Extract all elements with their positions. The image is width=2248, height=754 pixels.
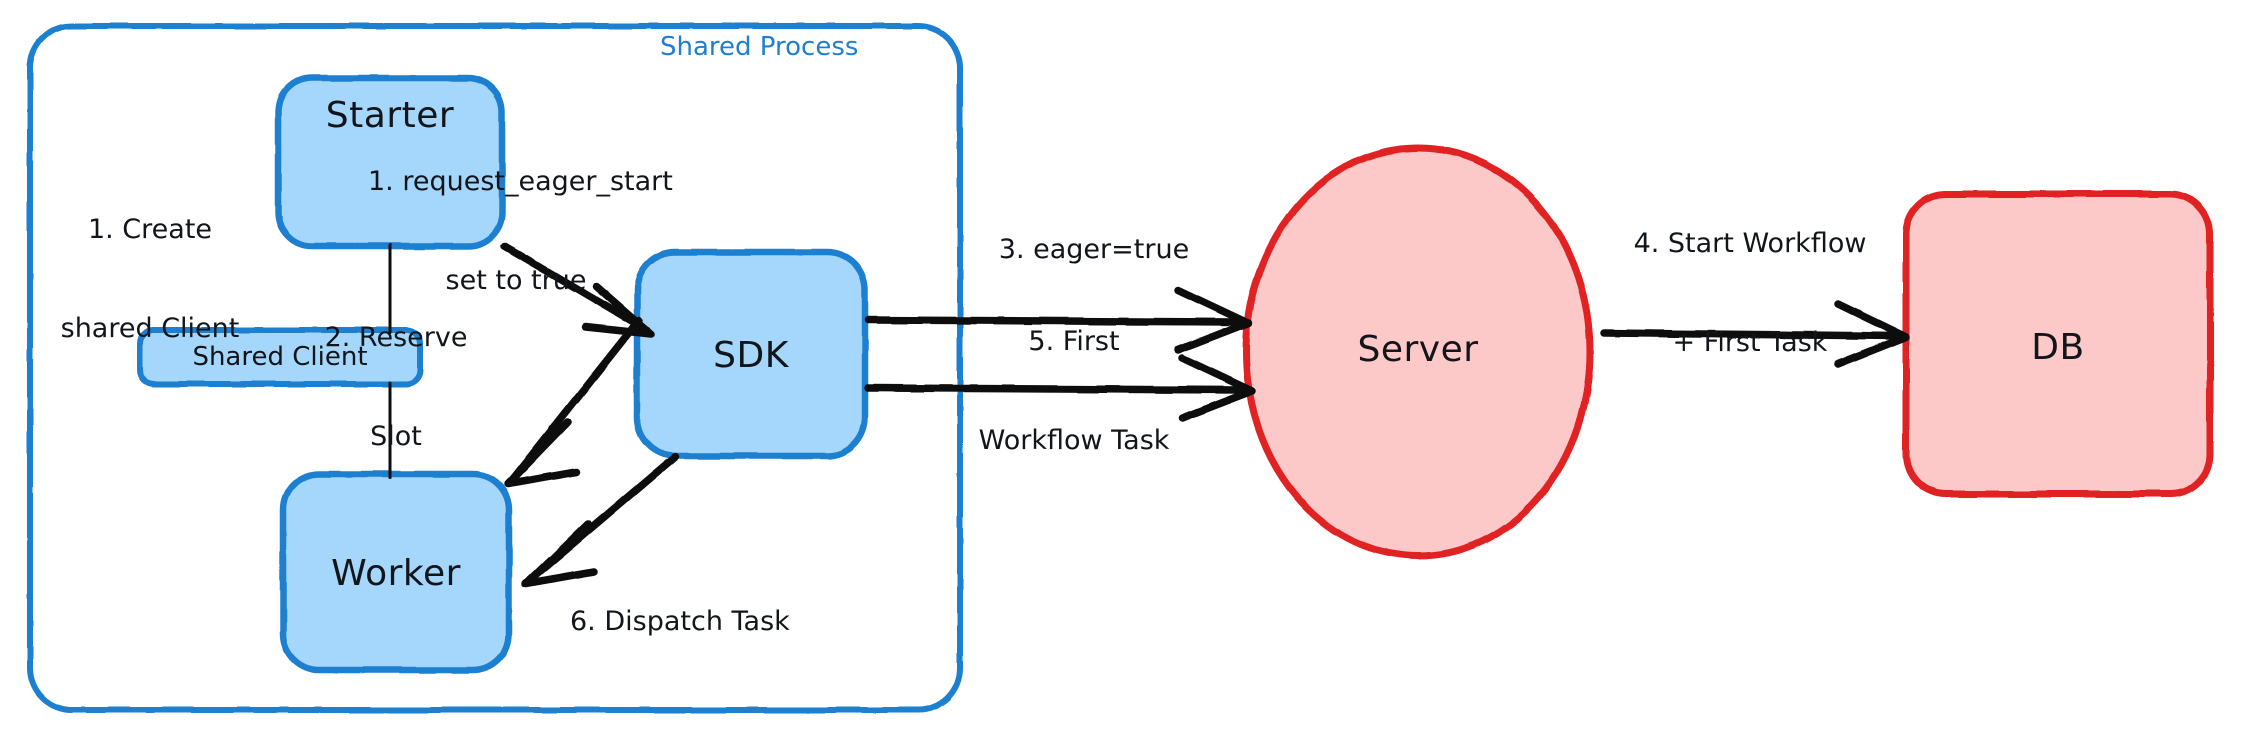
- node-starter-label: Starter: [325, 95, 455, 136]
- edge-label-line1: 6. Dispatch Task: [570, 605, 790, 637]
- edge-label-request-eager-start: 1. request_eager_start set to true: [368, 100, 673, 364]
- edge-label-line1: 3. eager=true: [998, 233, 1190, 265]
- node-server-shape: [1242, 144, 1594, 560]
- edge-sdk-to-server-first-workflow-task: [864, 354, 1256, 422]
- edge-starter-shared-client-worker: [386, 243, 394, 479]
- edge-label-line2: + First Task: [1672, 326, 1828, 358]
- edge-label-line1: 1. request_eager_start: [368, 165, 673, 197]
- node-db-shape: [1902, 190, 2214, 498]
- edge-label-line2: Slot: [370, 420, 422, 452]
- edge-starter-to-sdk: [500, 242, 655, 338]
- edge-label-line1: 5. First: [1028, 325, 1120, 357]
- edge-label-first-workflow-task: 5. First Workflow Task: [940, 260, 1208, 524]
- node-shared-client-label: Shared Client: [192, 342, 368, 372]
- node-worker-label: Worker: [331, 553, 461, 594]
- edge-label-line1: 2. Reserve: [324, 321, 468, 353]
- node-sdk-shape: [633, 248, 869, 460]
- node-sdk-label: SDK: [713, 335, 789, 376]
- edge-label-line2: set to true: [445, 264, 587, 296]
- node-server-label: Server: [1357, 329, 1479, 370]
- node-db-label: DB: [2031, 327, 2085, 368]
- edge-label-line1: 4. Start Workflow: [1633, 227, 1867, 259]
- edge-label-reserve-slot: 2. Reserve Slot: [290, 256, 502, 520]
- shared-process-container: [27, 23, 963, 713]
- node-worker-shape: [279, 470, 513, 674]
- edge-sdk-to-worker-reserve-slot: [504, 316, 643, 488]
- node-shared-client-shape: [137, 327, 423, 387]
- edge-label-line2: shared Client: [60, 312, 240, 344]
- edge-label-start-workflow-first-task: 4. Start Workflow + First Task: [1596, 162, 1904, 426]
- edge-sdk-to-worker-dispatch-task: [522, 452, 680, 588]
- shared-process-label: Shared Process: [660, 32, 859, 62]
- edge-label-eager-true: 3. eager=true: [960, 168, 1228, 333]
- edge-label-dispatch-task: 6. Dispatch Task: [570, 540, 870, 705]
- edge-server-to-db: [1600, 300, 1910, 368]
- edge-label-create-shared-client: 1. Create shared Client: [30, 148, 270, 412]
- edge-label-line2: Workflow Task: [978, 424, 1170, 456]
- edge-sdk-to-server-eager: [864, 286, 1252, 354]
- edge-label-line1: 1. Create: [87, 213, 213, 245]
